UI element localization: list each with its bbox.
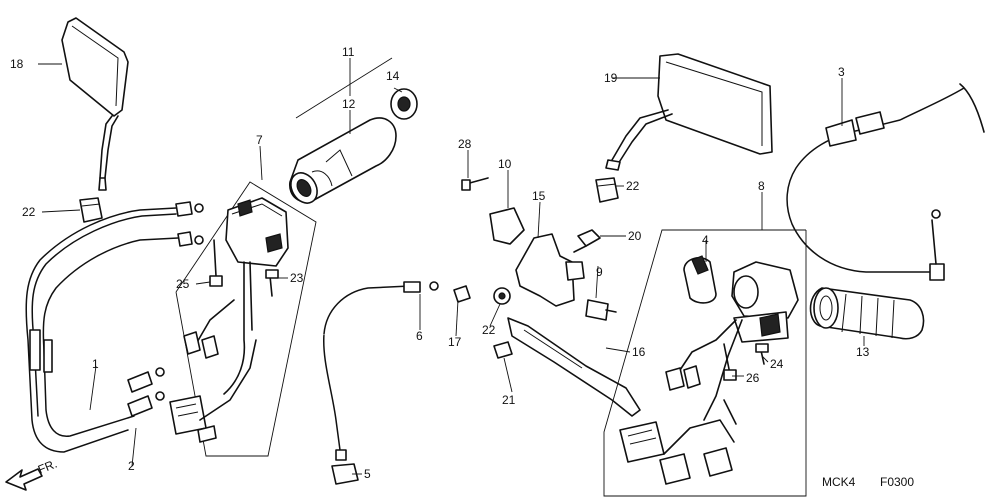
- callout-1: 1: [92, 357, 99, 371]
- lever-bracket-assembly: [453, 177, 641, 417]
- callout-8: 8: [758, 179, 765, 193]
- callout-14: 14: [386, 69, 400, 83]
- callout-13: 13: [856, 345, 870, 359]
- right-mirror: [605, 53, 773, 171]
- callout-21: 21: [502, 393, 516, 407]
- callout-3: 3: [838, 65, 845, 79]
- left-mirror: [61, 17, 129, 191]
- callout-27: 26: [746, 371, 760, 385]
- callout-28: 28: [458, 137, 472, 151]
- callout-7: 7: [256, 133, 263, 147]
- figure-code: F0300: [880, 475, 914, 489]
- callout-20: 20: [628, 229, 642, 243]
- grip-end-weight: [390, 88, 418, 120]
- direction-label: FR.: [36, 457, 59, 477]
- callout-5: 5: [364, 467, 371, 481]
- callout-16: 16: [632, 345, 646, 359]
- switch-screws: [209, 239, 279, 297]
- callout-leaders: [38, 57, 865, 475]
- left-mirror-cap: [79, 197, 103, 223]
- callout-11: 11: [342, 45, 355, 59]
- clutch-cable: [322, 281, 439, 485]
- callout-10: 10: [498, 157, 512, 171]
- clutch-switch: [573, 229, 617, 321]
- callout-22-left: 22: [22, 205, 36, 219]
- throttle-cables: [25, 201, 204, 453]
- callout-17: 17: [448, 335, 462, 349]
- callout-25: 24: [770, 357, 784, 371]
- right-switch-housing: [619, 255, 799, 485]
- callout-6: 6: [416, 329, 423, 343]
- throttle-grip: [289, 117, 397, 204]
- callout-15: 15: [532, 189, 546, 203]
- callout-18: 18: [10, 57, 24, 71]
- right-switch-screws: [723, 343, 769, 381]
- switch-assembly-right-frame: [603, 229, 807, 497]
- callout-2: 2: [128, 459, 135, 473]
- catalog-codes: MCK4 F0300: [822, 475, 914, 489]
- callout-26: 25: [176, 277, 190, 291]
- callout-19: 19: [604, 71, 618, 85]
- right-mirror-cap: [595, 177, 619, 203]
- choke-cable: [786, 83, 985, 281]
- callout-4: 4: [702, 233, 709, 247]
- callout-24: 23: [290, 271, 304, 285]
- left-grip: [809, 287, 925, 340]
- callout-9: 9: [596, 265, 603, 279]
- callout-23: 22: [482, 323, 496, 337]
- catalog-code: MCK4: [822, 475, 856, 489]
- callout-22-right: 22: [626, 179, 640, 193]
- callout-labels: 18 22 1 2 7 25 23 11 14 12 6 17 22 21 28…: [10, 45, 870, 481]
- callout-12: 12: [342, 97, 356, 111]
- left-switch-housing: [169, 197, 289, 443]
- front-direction-arrow: FR.: [5, 457, 59, 491]
